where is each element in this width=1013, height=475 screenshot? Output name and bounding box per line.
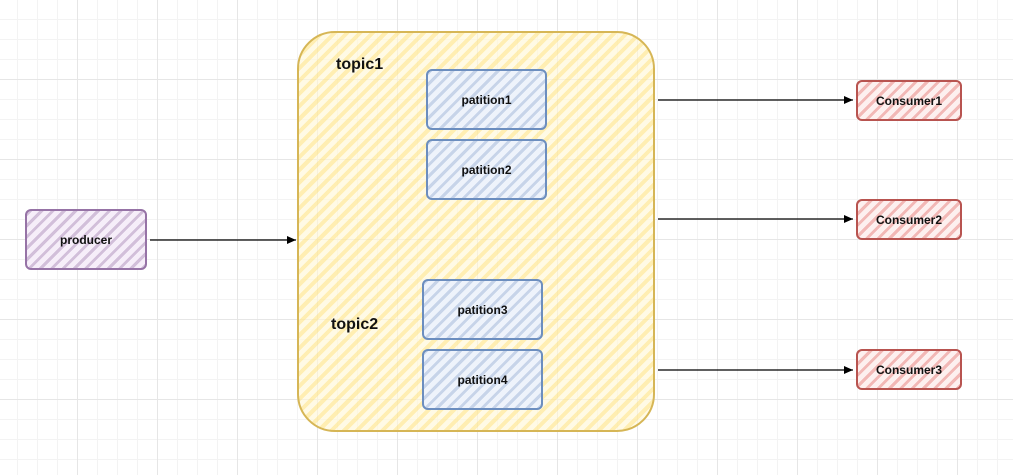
consumer-2-label: Consumer2	[875, 212, 943, 227]
partition-2-label: patition2	[461, 162, 512, 177]
partition-1-node[interactable]: patition1	[426, 69, 547, 130]
partition-1-label: patition1	[461, 92, 512, 107]
producer-label: producer	[59, 232, 112, 247]
consumer-2-node[interactable]: Consumer2	[856, 199, 962, 240]
partition-4-node[interactable]: patition4	[422, 349, 543, 410]
topic1-label: topic1	[336, 56, 384, 73]
topic2-label: topic2	[331, 316, 379, 333]
consumer-1-label: Consumer1	[875, 93, 943, 108]
partition-2-node[interactable]: patition2	[426, 139, 547, 200]
consumer-3-node[interactable]: Consumer3	[856, 349, 962, 390]
consumer-3-label: Consumer3	[875, 362, 943, 377]
consumer-1-node[interactable]: Consumer1	[856, 80, 962, 121]
partition-3-label: patition3	[457, 302, 508, 317]
partition-4-label: patition4	[457, 372, 508, 387]
producer-node[interactable]: producer	[25, 209, 147, 270]
partition-3-node[interactable]: patition3	[422, 279, 543, 340]
